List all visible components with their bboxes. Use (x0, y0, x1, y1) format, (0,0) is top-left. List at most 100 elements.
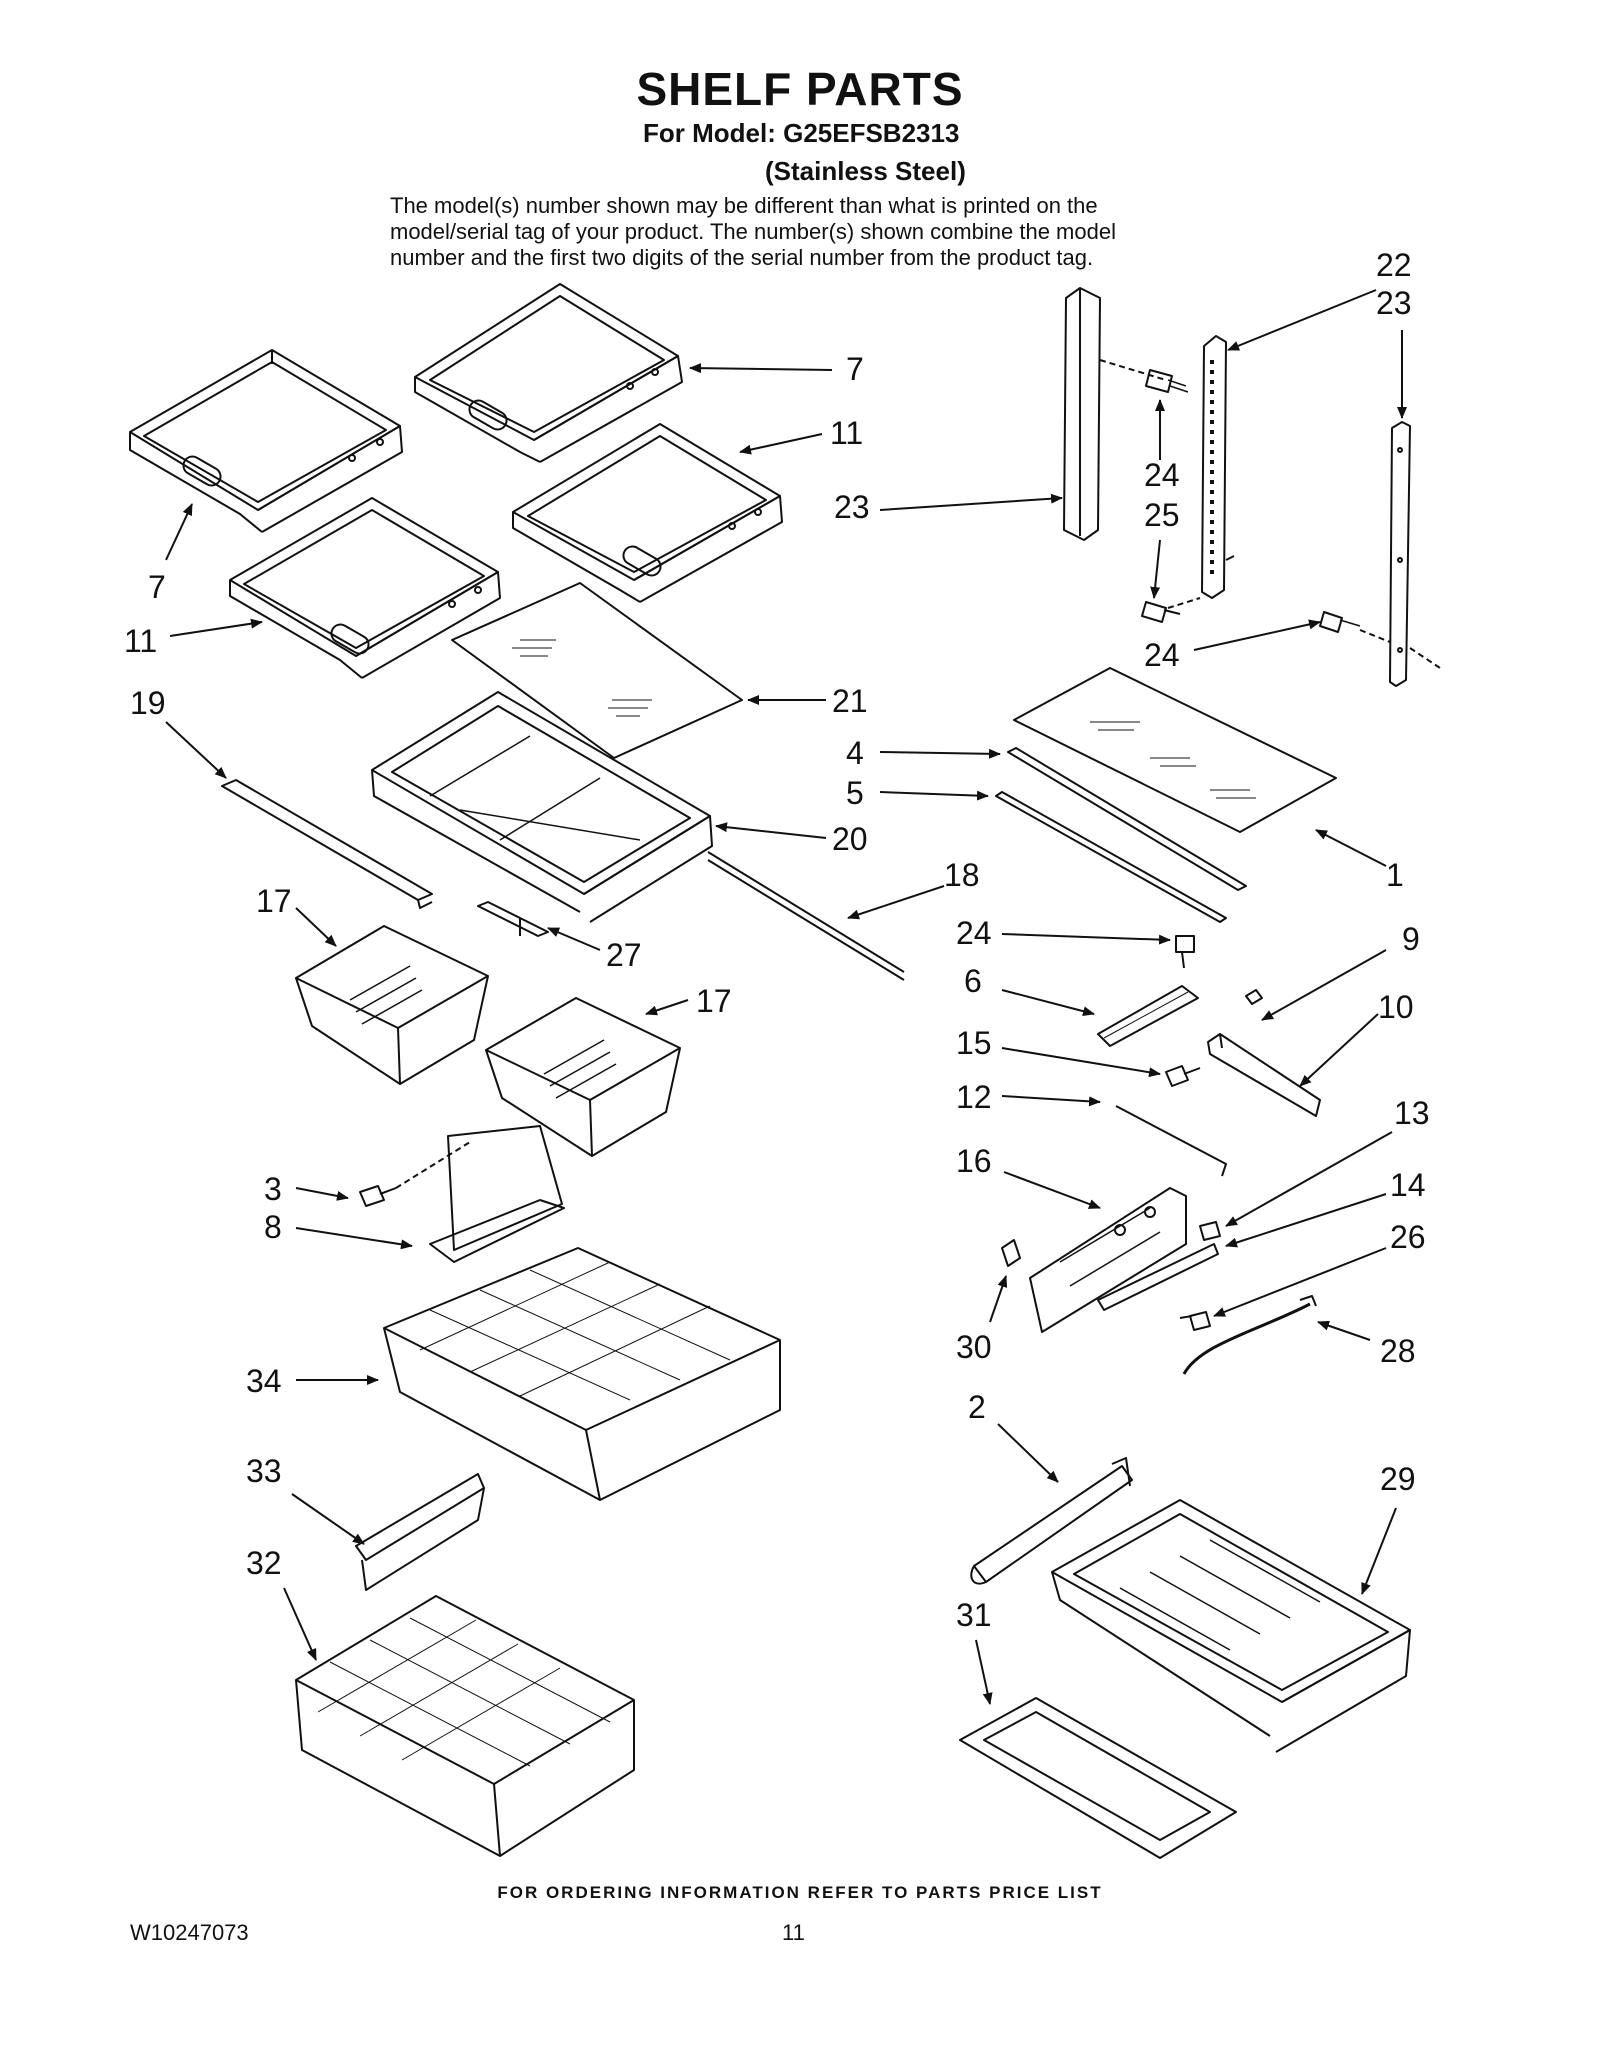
callout-19: 19 (130, 685, 166, 721)
leader-c16 (1003, 1171, 1101, 1209)
callout-10: 10 (1378, 989, 1414, 1025)
leader-c4 (879, 748, 1001, 759)
crisper-drawer-17a (295, 925, 489, 1085)
leader-c13 (1225, 1131, 1393, 1227)
leader-c23a (879, 493, 1063, 511)
screw-24b (1319, 611, 1361, 633)
callout-7b: 7 (846, 351, 864, 387)
bracket-27 (477, 901, 549, 937)
callout-33: 33 (246, 1453, 282, 1489)
leader-c18 (847, 885, 945, 920)
clip-30 (1001, 1239, 1021, 1267)
screw-15 (1165, 1065, 1201, 1087)
rail-23-right (1359, 421, 1441, 687)
glass-shelf-21 (451, 582, 743, 759)
leader-c6 (1001, 989, 1095, 1017)
callout-21: 21 (832, 683, 868, 719)
leader-c19 (165, 721, 227, 779)
handle-2 (970, 1457, 1133, 1585)
deli-tray-29 (1051, 1499, 1411, 1753)
callout-34: 34 (246, 1363, 282, 1399)
callout-17a: 17 (256, 883, 292, 919)
shelf-frame-7a (129, 349, 403, 533)
callout-24b: 24 (1144, 637, 1180, 673)
model-note: The model(s) number shown may be differe… (390, 193, 1290, 271)
trim-strip-4 (1007, 747, 1247, 891)
leader-c31 (975, 1639, 993, 1705)
leader-c25 (1150, 539, 1161, 599)
callout-28: 28 (1380, 1333, 1416, 1369)
callout-18: 18 (944, 857, 980, 893)
screw-13 (1199, 1221, 1221, 1241)
shelf-frame-7b (414, 283, 683, 463)
callout-22: 22 (1376, 247, 1412, 283)
leader-c17a (295, 907, 337, 947)
callout-23b: 23 (1376, 285, 1412, 321)
leader-c17b (645, 999, 689, 1016)
rod-28 (1182, 1295, 1317, 1375)
callout-9: 9 (1402, 921, 1420, 957)
glass-shelf-1 (1013, 667, 1337, 833)
model-finish: (Stainless Steel) (765, 156, 966, 186)
callout-20: 20 (832, 821, 868, 857)
leader-c14 (1225, 1193, 1387, 1248)
cover-31 (959, 1697, 1237, 1859)
shelf-frame-11b (512, 423, 783, 603)
callout-29: 29 (1380, 1461, 1416, 1497)
leader-c2 (997, 1423, 1059, 1483)
leader-c32 (283, 1587, 317, 1661)
leader-c30 (989, 1275, 1008, 1323)
trim-strip-5 (995, 791, 1227, 923)
leader-c20 (715, 822, 827, 839)
callout-25: 25 (1144, 497, 1180, 533)
leader-c28 (1317, 1320, 1371, 1341)
callout-24c: 24 (956, 915, 992, 951)
leader-c27 (547, 927, 601, 951)
callout-27: 27 (606, 937, 642, 973)
callout-26: 26 (1390, 1219, 1426, 1255)
crisper-drawer-17b (485, 997, 681, 1157)
screw-3 (359, 1141, 471, 1207)
callout-30: 30 (956, 1329, 992, 1365)
rail-14 (1097, 1243, 1219, 1311)
callout-15: 15 (956, 1025, 992, 1061)
callout-5: 5 (846, 775, 864, 811)
leader-c11a (169, 618, 263, 637)
callout-31: 31 (956, 1597, 992, 1633)
callout-16: 16 (956, 1143, 992, 1179)
leader-c5 (879, 790, 989, 801)
model-note-line: The model(s) number shown may be differe… (390, 193, 1098, 218)
leader-c11b (739, 433, 823, 455)
callout-4: 4 (846, 735, 864, 771)
callout-11b: 11 (830, 415, 863, 451)
leader-c12 (1001, 1095, 1101, 1107)
model-note-line: number and the first two digits of the s… (390, 245, 1094, 270)
divider-8 (429, 1125, 565, 1263)
leader-c8 (295, 1227, 413, 1250)
wire-basket-32 (295, 1595, 635, 1857)
leader-c33 (291, 1493, 365, 1545)
leader-c9 (1261, 949, 1387, 1021)
callout-2: 2 (968, 1389, 986, 1425)
rail-22 (1167, 335, 1235, 609)
screw-25 (1141, 601, 1181, 623)
housing-16 (1029, 1187, 1187, 1333)
screw-26 (1179, 1311, 1211, 1331)
callout-8: 8 (264, 1209, 282, 1245)
leader-c7b (689, 363, 833, 374)
screw-24a (1145, 369, 1189, 393)
leader-c22 (1227, 289, 1377, 351)
shelf-frame-11a (229, 497, 501, 679)
wire-12 (1115, 1105, 1227, 1177)
rail-10 (1207, 1033, 1321, 1117)
leader-c29 (1361, 1507, 1397, 1595)
callout-3: 3 (264, 1171, 282, 1207)
callout-13: 13 (1394, 1095, 1430, 1131)
wire-basket-34 (383, 1247, 781, 1501)
leader-c24b (1193, 619, 1321, 651)
callout-12: 12 (956, 1079, 992, 1115)
crisper-cover-frame-20 (371, 691, 713, 923)
leader-c10 (1299, 1013, 1379, 1087)
callout-7a: 7 (148, 569, 166, 605)
